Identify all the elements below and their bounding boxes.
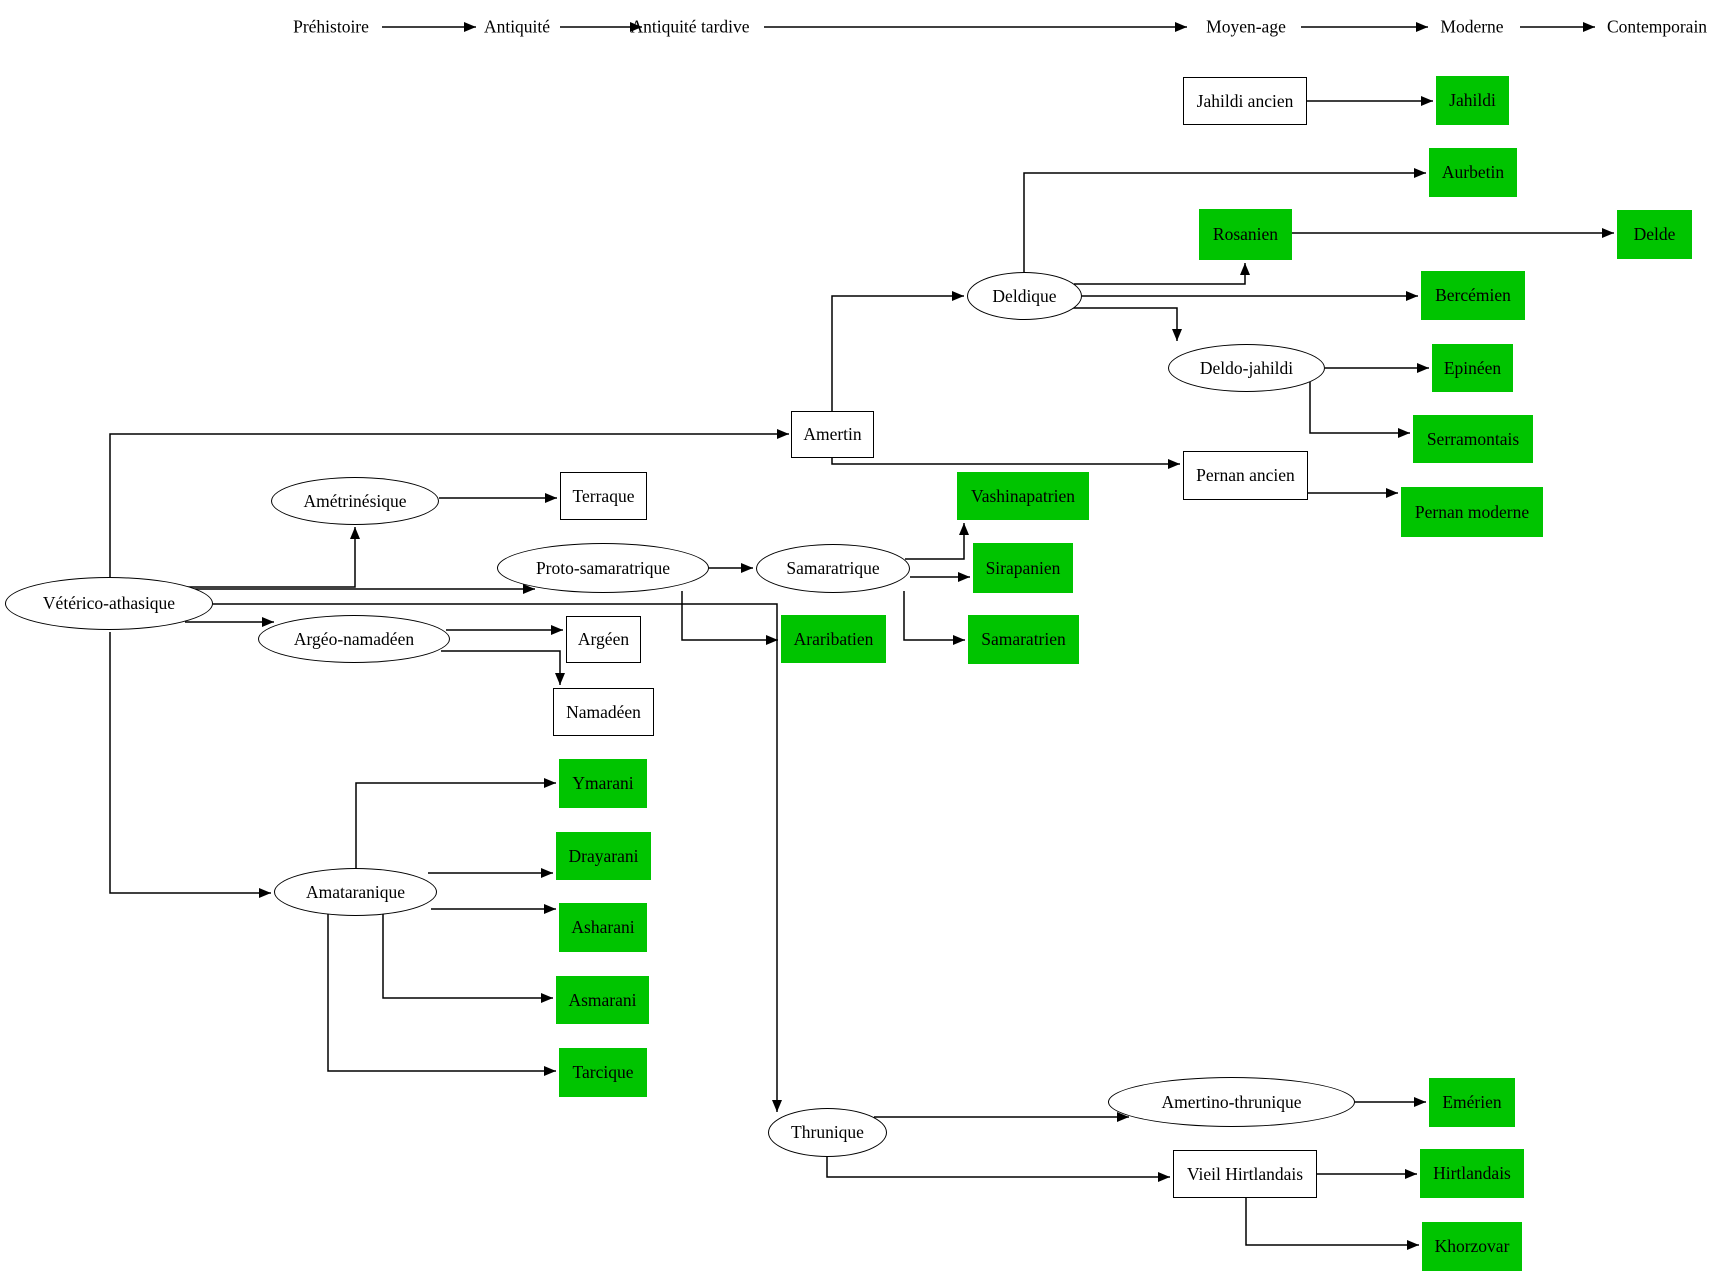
node-ametrinesique: Amétrinésique xyxy=(271,477,439,525)
node-rosanien: Rosanien xyxy=(1199,209,1292,260)
node-vieil-hirtlandais: Vieil Hirtlandais xyxy=(1173,1150,1317,1198)
edge-veterico-athasique-ametrinesique xyxy=(180,527,360,588)
node-jahildi-ancien: Jahildi ancien xyxy=(1183,77,1307,125)
node-samaratrique: Samaratrique xyxy=(756,544,910,593)
node-epineen: Epinéen xyxy=(1432,344,1513,392)
node-amertino-thrunique: Amertino-thrunique xyxy=(1108,1077,1355,1127)
node-tarcique: Tarcique xyxy=(559,1048,647,1097)
node-araribatien: Araribatien xyxy=(781,615,886,663)
edge-thrunique-vieil-hirtlandais xyxy=(826,1157,1170,1182)
node-samaratrien: Samaratrien xyxy=(968,615,1079,664)
era-label-moderne: Moderne xyxy=(1440,16,1504,37)
edge-amertin-deldique xyxy=(831,291,964,411)
node-asharani: Asharani xyxy=(559,903,647,952)
node-proto-samaratrique: Proto-samaratrique xyxy=(497,543,709,593)
node-pernan-moderne: Pernan moderne xyxy=(1401,487,1543,537)
edge-deldique-aurbetin xyxy=(1023,168,1426,272)
node-pernan-ancien: Pernan ancien xyxy=(1183,451,1308,500)
node-sirapanien: Sirapanien xyxy=(973,543,1073,593)
node-ymarani: Ymarani xyxy=(559,759,647,808)
node-drayarani: Drayarani xyxy=(556,832,651,880)
era-label-prehistoire: Préhistoire xyxy=(293,16,369,37)
edge-veterico-athasique-thrunique xyxy=(213,603,782,1112)
era-label-contemporain: Contemporain xyxy=(1606,16,1708,37)
edge-deldo-jahildi-serramontais xyxy=(1309,382,1410,438)
edge-amataranique-ymarani xyxy=(355,778,556,869)
era-label-antiquite-tardive: Antiquité tardive xyxy=(630,16,750,37)
node-argeo-namadeen: Argéo-namadéen xyxy=(258,615,450,663)
era-label-antiquite: Antiquité xyxy=(483,16,551,37)
node-delde: Delde xyxy=(1617,210,1692,259)
node-namadeen: Namadéen xyxy=(553,688,654,736)
edge-amataranique-tarcique xyxy=(327,913,556,1076)
edge-argeo-namadeen-namadeen xyxy=(441,650,565,685)
node-emerien: Emérien xyxy=(1429,1078,1515,1127)
edge-amertin-pernan-ancien xyxy=(831,458,1180,469)
node-veterico-athasique: Vétérico-athasique xyxy=(5,577,213,630)
edge-veterico-athasique-amertin xyxy=(109,429,789,578)
node-jahildi: Jahildi xyxy=(1436,76,1509,125)
edge-samaratrique-samaratrien xyxy=(903,591,965,645)
node-thrunique: Thrunique xyxy=(768,1108,887,1157)
node-bercemien: Bercémien xyxy=(1421,271,1525,320)
node-terraque: Terraque xyxy=(560,472,647,520)
node-khorzovar: Khorzovar xyxy=(1422,1222,1522,1271)
edge-deldique-deldo-jahildi xyxy=(1072,307,1182,341)
edge-amataranique-asmarani xyxy=(382,914,553,1003)
node-argeen: Argéen xyxy=(566,616,641,663)
node-asmarani: Asmarani xyxy=(556,976,649,1024)
node-aurbetin: Aurbetin xyxy=(1429,148,1517,197)
edge-samaratrique-vashinapatrien xyxy=(905,523,969,560)
node-deldo-jahildi: Deldo-jahildi xyxy=(1168,344,1325,392)
edge-veterico-athasique-amataranique xyxy=(109,632,271,898)
node-hirtlandais: Hirtlandais xyxy=(1420,1149,1524,1198)
node-amataranique: Amataranique xyxy=(274,868,437,916)
node-deldique: Deldique xyxy=(967,272,1082,320)
edge-deldique-rosanien xyxy=(1074,263,1250,285)
edge-vieil-hirtlandais-khorzovar xyxy=(1245,1198,1419,1250)
edge-proto-samaratrique-araribatien xyxy=(681,591,778,645)
node-amertin: Amertin xyxy=(791,411,874,458)
node-serramontais: Serramontais xyxy=(1413,415,1533,463)
node-vashinapatrien: Vashinapatrien xyxy=(957,472,1089,520)
era-label-moyen-age: Moyen-age xyxy=(1206,16,1286,37)
